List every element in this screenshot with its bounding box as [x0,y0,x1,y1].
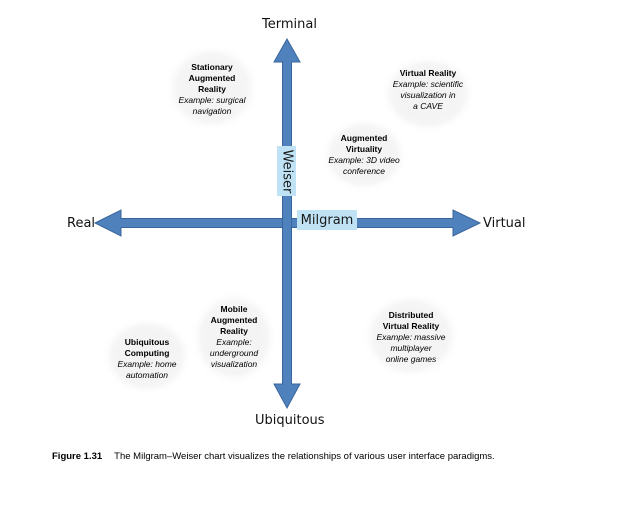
weiser-tag-label: Weiser [279,149,295,193]
axis-label-real: Real [67,216,96,231]
item-example: Example: [216,337,252,347]
item-name: Virtual Reality [399,68,457,78]
item-example: navigation [192,106,232,116]
item-example: underground [209,348,259,358]
item-example: Example: home [117,359,177,369]
axis-label-terminal: Terminal [262,17,317,32]
bubble-stationary-ar [164,44,260,132]
item-example: automation [125,370,169,380]
item-name: Mobile [220,304,248,314]
figure-caption-text: The Milgram–Weiser chart visualizes the … [114,451,495,462]
item-name: Augmented [210,315,258,325]
item-name: Distributed [388,310,434,320]
item-example: Example: 3D video [328,155,400,165]
item-name: Augmented [340,133,388,143]
item-example: visualization [210,359,258,369]
item-name: Stationary [191,62,233,72]
item-augmented-virtuality: Augmented Virtuality Example: 3D video c… [314,133,414,177]
bubble-ubiquitous-computing [101,316,193,396]
item-distributed-vr: Distributed Virtual Reality Example: mas… [361,310,461,365]
weiser-tag: Weiser [277,146,296,196]
figure-label: Figure 1.31 [52,451,103,462]
item-example: conference [342,166,386,176]
figure-caption: Figure 1.31 The Milgram–Weiser chart visu… [52,451,522,463]
item-name: Reality [220,326,248,336]
item-stationary-ar: Stationary Augmented Reality Example: su… [162,62,262,117]
bubble-mobile-ar [190,290,278,386]
item-name: Virtual Reality [382,321,440,331]
item-virtual-reality: Virtual Reality Example: scientific visu… [378,68,478,112]
item-name: Reality [198,84,226,94]
item-example: Example: massive [376,332,446,342]
item-example: Example: scientific [392,79,464,89]
item-name: Ubiquitous [124,337,170,347]
item-example: multiplayer [390,343,432,353]
item-example: online games [385,354,437,364]
item-name: Computing [124,348,170,358]
item-example: visualization in [400,90,456,100]
milgram-tag: Milgram [297,210,357,230]
item-example: a CAVE [413,101,443,111]
item-example: Example: surgical [178,95,246,105]
bubble-distributed-vr [361,292,461,380]
item-name: Virtuality [345,144,383,154]
axis-label-ubiquitous: Ubiquitous [255,413,325,428]
vertical-axis-arrow [273,37,301,410]
bubble-virtual-reality [380,54,476,134]
item-ubiquitous-computing: Ubiquitous Computing Example: home autom… [97,337,197,381]
bubble-augmented-virtuality [320,117,408,193]
item-name: Augmented [188,73,236,83]
item-mobile-ar: Mobile Augmented Reality Example: underg… [184,304,284,370]
axis-label-virtual: Virtual [483,216,526,231]
